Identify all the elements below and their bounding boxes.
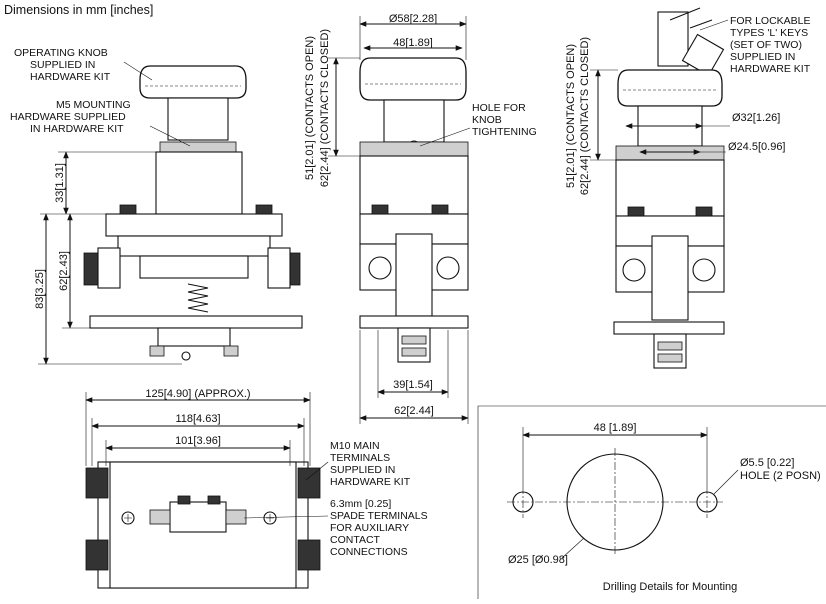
spade-callout-3: FOR AUXILIARY [330, 522, 409, 534]
dim-knob-diameter: Ø58[2.28] [389, 13, 437, 25]
side-base-plate [89, 315, 303, 329]
operating-knob-callout-3: HARDWARE KIT [30, 71, 111, 83]
dim-shaft-diameter: Ø32[1.26] [732, 112, 780, 124]
hole-callout-3: TIGHTENING [472, 126, 537, 138]
switch-upper-body [155, 151, 243, 215]
dim-overall-width: 125[4.90] (APPROX.) [145, 388, 250, 400]
hole-size-label-1: Ø5.5 [0.22] [740, 457, 794, 469]
center-hole-label: Ø25 [Ø0.98] [508, 554, 568, 566]
hole-callout-1: HOLE FOR [472, 102, 526, 114]
knob-stem [167, 97, 229, 141]
lock-dim-height-open: 51[2.01] (CONTACTS OPEN) [565, 44, 577, 188]
dim-inner-width-top: 101[3.96] [175, 435, 221, 447]
keys-callout-3: (SET OF TWO) [730, 39, 802, 51]
m10-callout-2: TERMINALS [330, 452, 390, 464]
m10-callout-1: M10 MAIN [330, 440, 380, 452]
keys-callout-1: FOR LOCKABLE [730, 15, 811, 27]
m10-terminal-top-right [297, 467, 321, 499]
m10-terminal-right [436, 256, 460, 280]
drilling-details: 48 [1.89] Ø5.5 [0.22] HOLE (2 POSN) Ø25 … [477, 405, 826, 599]
key-body [657, 11, 689, 67]
dim-collar-diameter: Ø24.5[0.96] [728, 141, 786, 153]
spade-callout-5: CONNECTIONS [330, 546, 408, 558]
keys-callout-4: SUPPLIED IN [730, 51, 795, 63]
operating-knob [139, 65, 247, 99]
m10-terminal-top-left [85, 467, 109, 499]
keys-callout-2: TYPES 'L' KEYS [730, 27, 808, 39]
dim-body-height: 62[2.43] [58, 251, 70, 291]
spade-terminals [169, 501, 227, 533]
side-view: 33[1.31] 62[2.43] 83[3.25] OPERATING KNO… [10, 47, 303, 365]
dimensions-unit-note: Dimensions in mm [inches] [4, 3, 153, 17]
lockable-view: 51[2.01] (CONTACTS OPEN) 62[2.44] (CONTA… [565, 7, 811, 369]
lock-dim-height-closed: 62[2.44] (CONTACTS CLOSED) [579, 37, 591, 195]
operating-knob-callout-2: SUPPLIED IN [30, 59, 95, 71]
m10-terminal-left [368, 256, 392, 280]
m10-callout-4: HARDWARE KIT [330, 476, 411, 488]
dim-total-height: 83[3.25] [34, 269, 46, 309]
front-view: Ø58[2.28] 48[1.89] 51[2.01] (CONTACTS OP… [304, 13, 537, 424]
front-upper-body [359, 155, 469, 215]
m5-callout-2: HARDWARE SUPPLIED [10, 111, 126, 123]
dim-middle-width: 118[4.63] [175, 413, 220, 425]
front-operating-knob [359, 57, 467, 101]
dim-height-closed: 62[2.44] (CONTACTS CLOSED) [319, 29, 331, 187]
m5-callout-1: M5 MOUNTING [56, 99, 131, 111]
spade-callout-4: CONTACT [330, 534, 381, 546]
m10-callout-3: SUPPLIED IN [330, 464, 395, 476]
dim-height-open: 51[2.01] (CONTACTS OPEN) [304, 36, 316, 180]
lockable-knob [617, 69, 723, 107]
spade-callout-2: SPADE TERMINALS [330, 510, 428, 522]
hole-callout-2: KNOB [472, 114, 502, 126]
spade-callout-1: 6.3mm [0.25] [330, 498, 391, 510]
top-view: 125[4.90] (APPROX.) 118[4.63] 101[3.96] … [85, 388, 428, 589]
front-base-plate [359, 315, 469, 329]
operating-knob-callout-1: OPERATING KNOB [14, 47, 108, 59]
drilling-caption: Drilling Details for Mounting [603, 581, 738, 593]
dim-knob-height: 33[1.31] [54, 163, 66, 203]
keys-callout-5: HARDWARE KIT [730, 63, 811, 75]
m5-callout-3: IN HARDWARE KIT [30, 123, 124, 135]
dim-hole-spacing: 48 [1.89] [594, 422, 637, 434]
dim-base-width: 62[2.44] [394, 405, 434, 417]
hole-size-label-2: HOLE (2 POSN) [740, 470, 821, 482]
dim-inner-width: 39[1.54] [393, 379, 433, 391]
dim-knob-width: 48[1.89] [393, 37, 433, 49]
